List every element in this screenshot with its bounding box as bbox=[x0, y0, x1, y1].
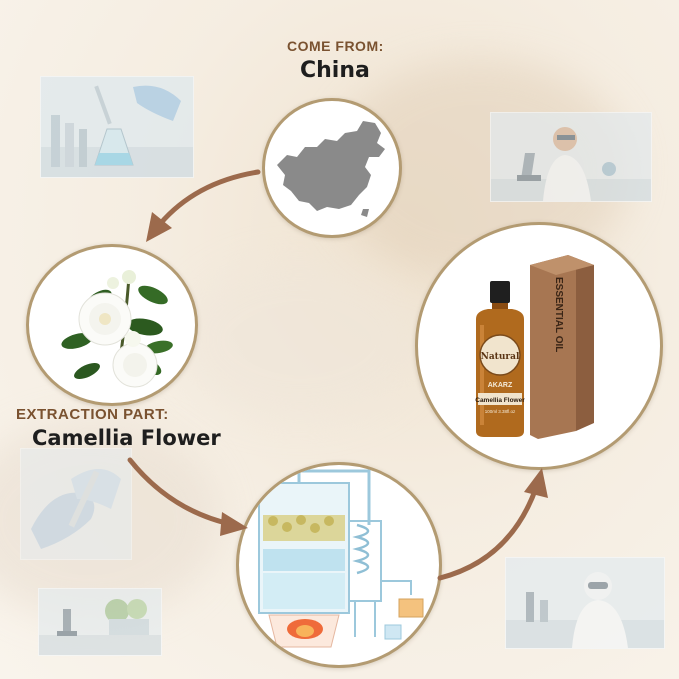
origin-value: China bbox=[300, 58, 370, 83]
extraction-label: EXTRACTION PART: bbox=[16, 406, 169, 423]
arrow-origin-to-flower bbox=[146, 169, 261, 242]
distillation-icon bbox=[258, 469, 424, 648]
origin-circle bbox=[262, 98, 402, 238]
lab-photo-hazmat bbox=[505, 557, 665, 649]
oil-bottle-icon: ESSENTIAL OIL Natural AKARZ Camellia Flo… bbox=[475, 255, 594, 439]
background-blob bbox=[180, 260, 420, 420]
lab-photo-pipette bbox=[40, 76, 194, 178]
badge-brand: Natural bbox=[481, 352, 520, 362]
brand-name: AKARZ bbox=[488, 382, 513, 389]
china-map-icon bbox=[277, 121, 385, 217]
bottle-label: Camellia Flower bbox=[475, 397, 525, 404]
product-circle: ESSENTIAL OIL Natural AKARZ Camellia Flo… bbox=[415, 222, 663, 470]
bottle-volume: 100ml 3.38fl.oz bbox=[485, 409, 516, 414]
lab-photo-scientist bbox=[490, 112, 652, 202]
flower-circle bbox=[26, 244, 198, 406]
distillation-circle bbox=[236, 462, 442, 668]
camellia-flower-icon bbox=[61, 270, 173, 388]
origin-label: COME FROM: bbox=[287, 38, 384, 54]
lab-photo-seedlings bbox=[38, 588, 162, 656]
lab-photo-gloves bbox=[20, 448, 132, 560]
extraction-value: Camellia Flower bbox=[32, 426, 221, 450]
box-text: ESSENTIAL OIL bbox=[553, 277, 564, 352]
